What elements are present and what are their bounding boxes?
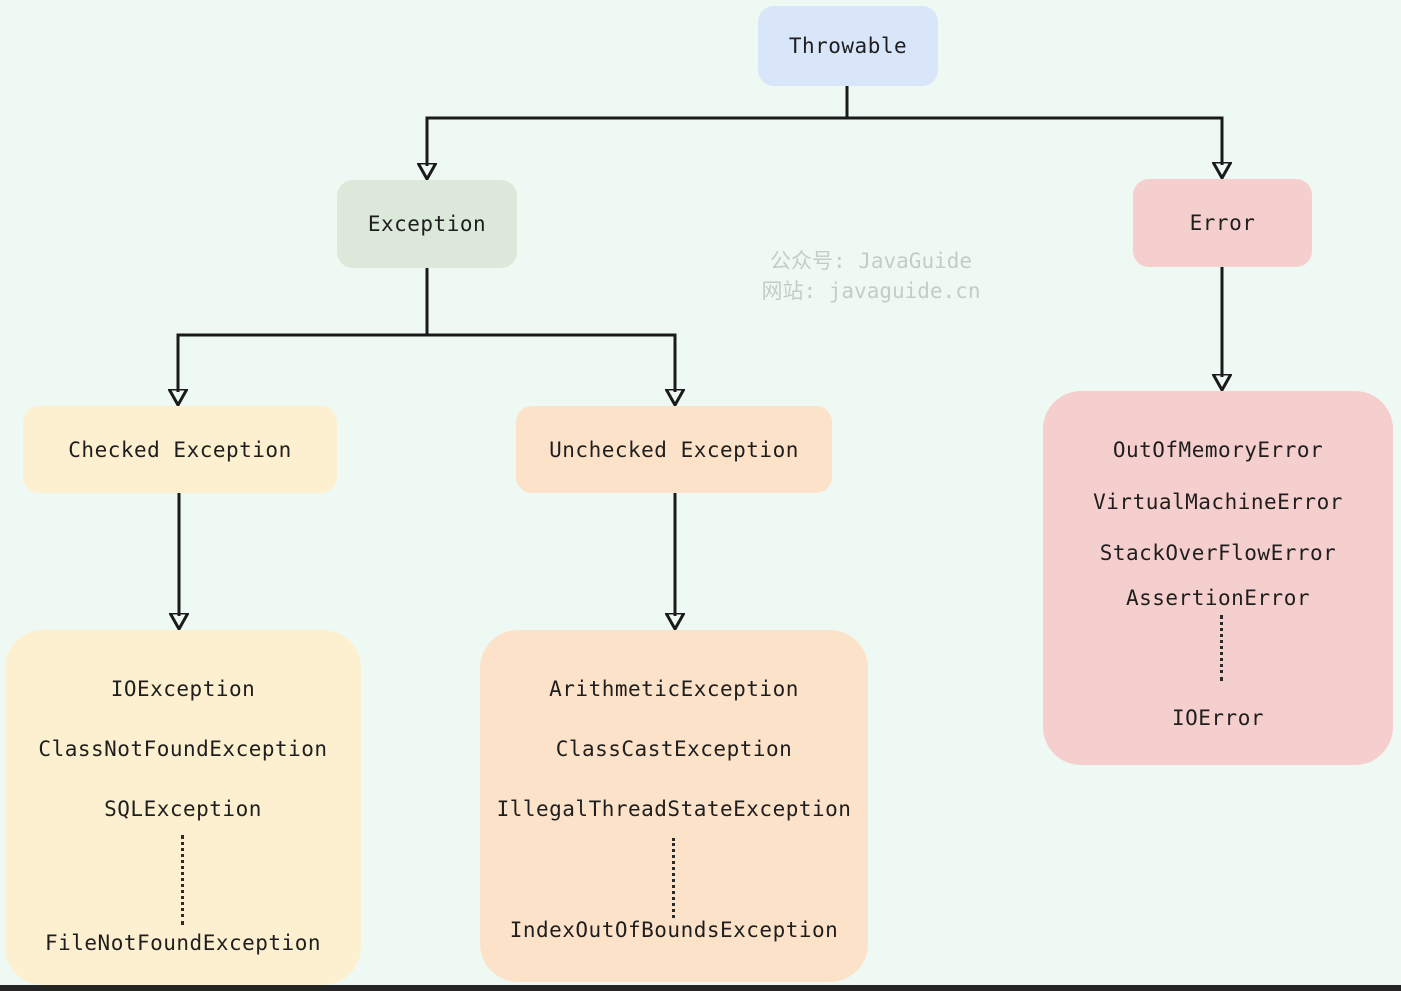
list-item: StackOverFlowError [1099,541,1337,565]
list-item: IOException [110,677,256,701]
list-item: ClassCastException [555,737,793,761]
list-item: IllegalThreadStateException [496,797,852,821]
ellipsis-dots [181,835,184,925]
node-checked-exception-label: Checked Exception [68,437,292,462]
node-exception-label: Exception [367,212,487,236]
node-exception: Exception [337,180,517,268]
list-item: IndexOutOfBoundsException [509,918,839,942]
list-item: FileNotFoundException [44,931,321,955]
watermark-line1: 公众号: JavaGuide [769,249,973,273]
node-unchecked-exception: Unchecked Exception [516,406,832,493]
node-error-list: OutOfMemoryError VirtualMachineError Sta… [1043,391,1393,765]
ellipsis-dots [1220,615,1223,681]
watermark-line2: 网站: javaguide.cn [761,279,981,303]
node-checked-exception: Checked Exception [23,406,337,493]
list-item: ArithmeticException [549,677,799,701]
node-unchecked-list: ArithmeticException ClassCastException I… [480,630,868,982]
ellipsis-dots [672,838,675,918]
list-item: VirtualMachineError [1093,490,1343,514]
node-checked-list: IOException ClassNotFoundException SQLEx… [5,630,361,985]
list-item: IOError [1171,706,1264,730]
node-throwable: Throwable [758,6,938,86]
bottom-border [0,985,1401,991]
list-item: SQLException [104,797,262,821]
node-unchecked-exception-label: Unchecked Exception [549,437,799,462]
node-error-label: Error [1189,211,1256,235]
node-error: Error [1133,179,1312,267]
list-item: OutOfMemoryError [1112,438,1324,462]
node-throwable-label: Throwable [788,34,908,58]
list-item: ClassNotFoundException [38,737,328,761]
watermark: 公众号: JavaGuide 网站: javaguide.cn [745,246,997,306]
list-item: AssertionError [1125,586,1310,610]
